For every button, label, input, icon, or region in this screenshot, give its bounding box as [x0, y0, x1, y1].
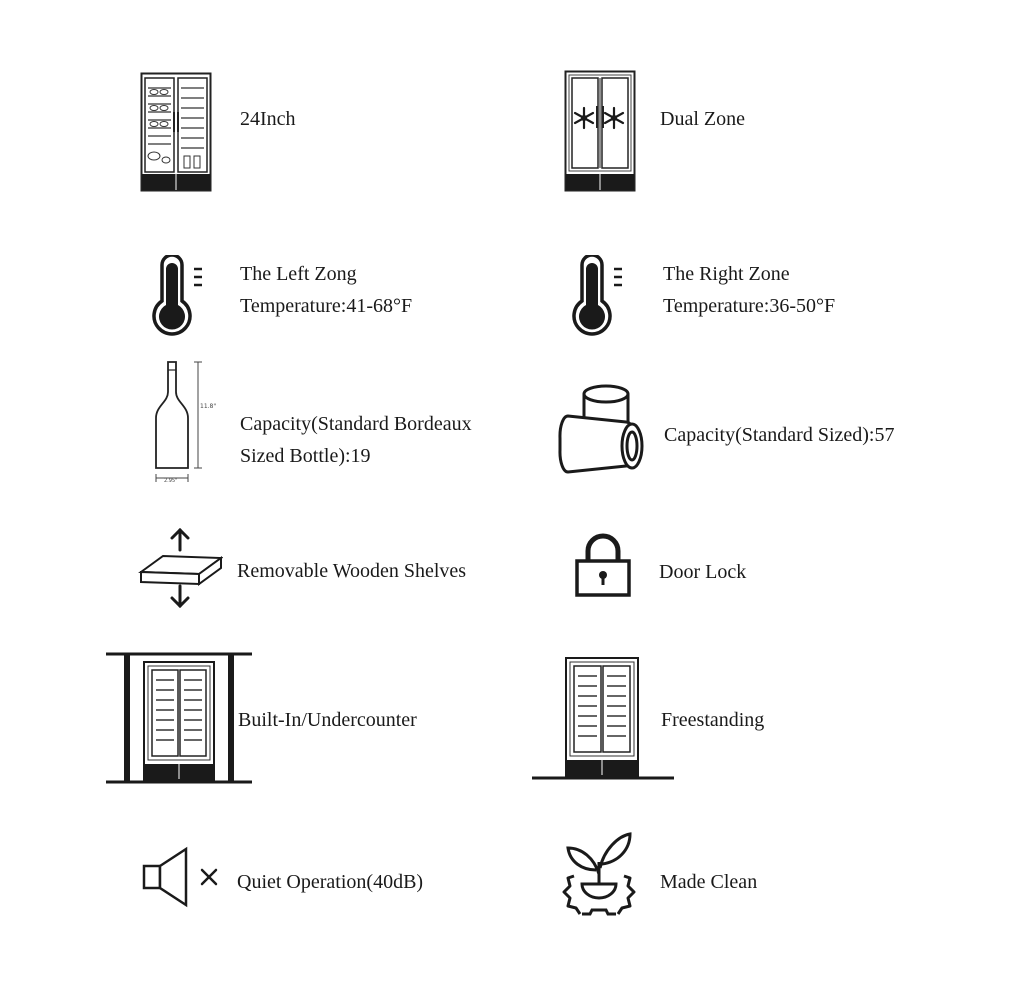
feature-size-label: 24Inch: [240, 108, 296, 130]
thermometer-icon: [146, 255, 212, 337]
feature-dual-zone-label: Dual Zone: [660, 108, 745, 130]
snowflake-fridge-icon: [564, 70, 636, 192]
double-door-fridge-shelves-icon: [140, 72, 212, 192]
built-in-fridge-icon: [106, 650, 252, 788]
bottle-height-dimension: 11.8": [200, 403, 216, 410]
plant-gear-icon: [560, 828, 638, 920]
shelf-arrows-icon: [137, 526, 223, 612]
feature-can-capacity-label: Capacity(Standard Sized):57: [664, 424, 895, 446]
feature-quiet-label: Quiet Operation(40dB): [237, 871, 424, 893]
feature-left-zone-label: The Left Zong Temperature:41-68°F: [240, 258, 412, 322]
feature-built-in-label: Built-In/Undercounter: [238, 709, 417, 731]
bottle-capacity-line2: Sized Bottle):19: [240, 445, 371, 467]
feature-shelves-label: Removable Wooden Shelves: [237, 560, 467, 582]
padlock-icon: [574, 533, 632, 599]
feature-freestanding-label: Freestanding: [661, 709, 765, 731]
feature-right-zone-label: The Right Zone Temperature:36-50°F: [663, 258, 835, 322]
freestanding-fridge-icon: [532, 656, 674, 782]
thermometer-icon: [566, 255, 632, 337]
feature-bottle-capacity-label: Capacity(Standard Bordeaux Sized Bottle)…: [240, 408, 472, 472]
wine-bottle-icon: 11.8" 2.95": [148, 358, 218, 488]
bottle-capacity-line1: Capacity(Standard Bordeaux: [240, 413, 472, 435]
feature-clean-label: Made Clean: [660, 871, 758, 893]
left-zone-temperature: Temperature:41-68°F: [240, 295, 413, 317]
right-zone-temperature: Temperature:36-50°F: [663, 295, 836, 317]
left-zone-title: The Left Zong: [240, 263, 357, 285]
cans-icon: [550, 384, 650, 480]
right-zone-title: The Right Zone: [663, 263, 790, 285]
feature-lock-label: Door Lock: [659, 561, 747, 583]
speaker-mute-icon: [140, 846, 224, 908]
bottle-width-dimension: 2.95": [164, 478, 177, 484]
